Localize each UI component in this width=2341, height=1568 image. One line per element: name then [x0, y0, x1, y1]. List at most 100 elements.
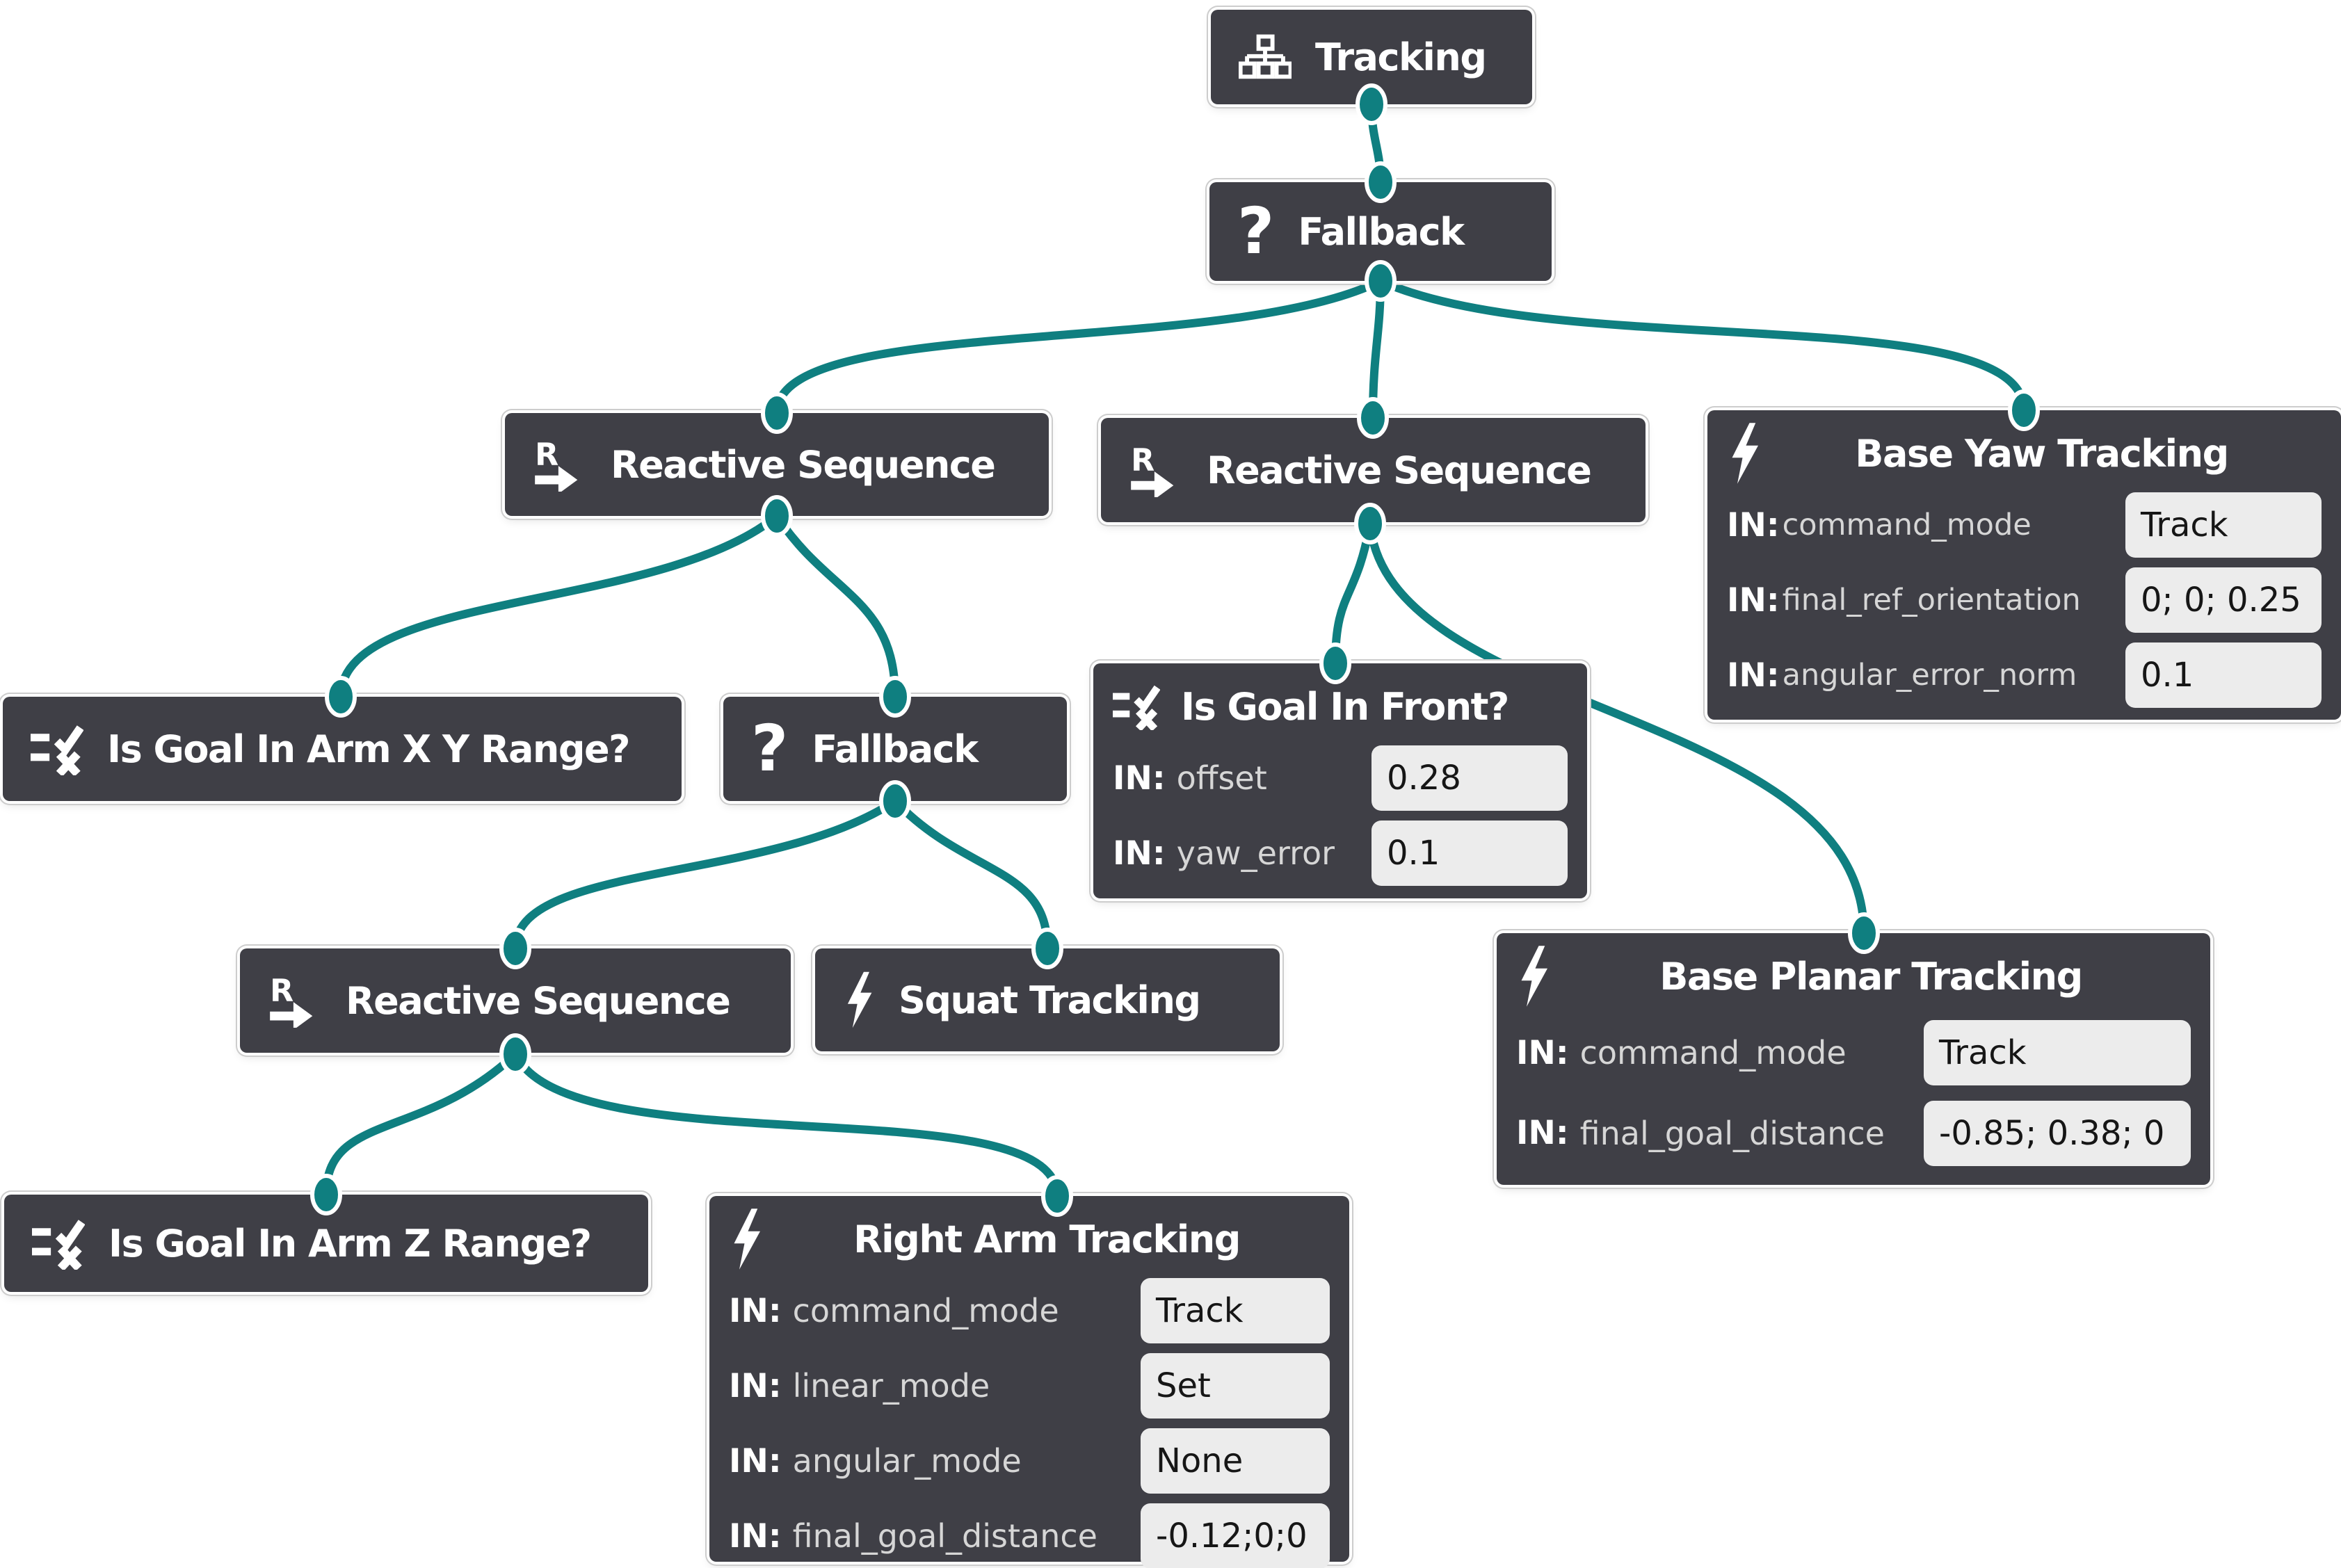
node-reactive-sequence-mid[interactable]: R Reactive Sequence — [1101, 418, 1646, 522]
port-direction: IN: — [1113, 759, 1166, 798]
port-row: IN: final_ref_orientation 0; 0; 0.25 — [1727, 567, 2322, 633]
node-title: Reactive Sequence — [611, 442, 996, 487]
port-name: command_mode — [792, 1292, 1059, 1329]
port-value-field[interactable]: None — [1141, 1428, 1330, 1494]
port-row: IN: command_mode Track — [1727, 492, 2322, 558]
port-name: angular_error_norm — [1782, 658, 2077, 693]
port-direction: IN: — [1113, 834, 1166, 873]
port-row: IN: final_goal_distance -0.12;0;0 — [729, 1503, 1330, 1568]
node-is-goal-in-arm-xy-range[interactable]: Is Goal In Arm X Y Range? — [3, 697, 682, 801]
port-direction: IN: — [729, 1517, 782, 1555]
edge-fallback-base-yaw-tracking — [1378, 277, 2028, 411]
port-name: offset — [1176, 759, 1267, 797]
condition-check-icon — [32, 1217, 85, 1270]
port-direction: IN: — [729, 1366, 782, 1405]
svg-text:R: R — [270, 973, 293, 1009]
port-direction: IN: — [729, 1441, 782, 1480]
port-name: yaw_error — [1176, 834, 1335, 872]
port-value-field[interactable]: Track — [1924, 1020, 2191, 1086]
port-value-field[interactable]: Set — [1141, 1353, 1330, 1419]
port-row: IN: linear_mode Set — [729, 1353, 1330, 1419]
question-mark-icon: ? — [1237, 194, 1275, 268]
edge-fallback2-rslow — [511, 798, 898, 949]
port-direction: IN: — [1516, 1114, 1569, 1153]
node-reactive-sequence-left[interactable]: R Reactive Sequence — [505, 413, 1049, 516]
port-value-field[interactable]: Track — [1141, 1278, 1330, 1343]
lightning-bolt-icon — [1516, 946, 1551, 1007]
port-name: angular_mode — [792, 1442, 1022, 1480]
node-header: Is Goal In Front? — [1113, 673, 1568, 740]
node-reactive-sequence-low[interactable]: R Reactive Sequence — [240, 948, 791, 1053]
port-name: final_goal_distance — [1579, 1114, 1885, 1152]
port-row: IN: yaw_error 0.1 — [1113, 821, 1568, 886]
edge-rsleft-cond-xy — [337, 512, 780, 697]
port-list: IN: command_mode Track IN: final_goal_di… — [1516, 1010, 2191, 1171]
edge-rslow-right-arm — [511, 1052, 1061, 1197]
reactive-sequence-icon: R — [1129, 443, 1183, 497]
subtree-icon — [1239, 34, 1292, 80]
edge-tracking-fallback — [1367, 104, 1385, 183]
node-title: Is Goal In Arm X Y Range? — [107, 727, 630, 771]
node-title: Fallback — [812, 727, 979, 771]
node-fallback-2[interactable]: ? Fallback — [723, 697, 1067, 801]
edge-fallback-reactive-sequence-mid — [1369, 280, 1385, 419]
node-title: Is Goal In Front? — [1181, 684, 1509, 729]
port-name: command_mode — [1782, 508, 2032, 542]
port-row: IN: command_mode Track — [1516, 1020, 2191, 1086]
node-title: Reactive Sequence — [346, 978, 731, 1023]
node-title: Tracking — [1315, 35, 1487, 79]
condition-check-icon — [31, 722, 83, 775]
port-name: final_goal_distance — [792, 1517, 1097, 1555]
svg-text:R: R — [1131, 443, 1155, 478]
node-is-goal-in-arm-z-range[interactable]: Is Goal In Arm Z Range? — [4, 1195, 648, 1292]
node-header: Base Yaw Tracking — [1727, 420, 2322, 487]
node-fallback[interactable]: ? Fallback — [1209, 182, 1552, 281]
port-name: linear_mode — [792, 1367, 990, 1405]
edge-fallback-reactive-sequence-left — [773, 277, 1383, 414]
lightning-bolt-icon — [843, 971, 875, 1028]
port-value-field[interactable]: 0.1 — [1371, 821, 1568, 886]
node-title: Reactive Sequence — [1207, 448, 1592, 492]
node-is-goal-in-front[interactable]: Is Goal In Front? IN: offset 0.28 IN: ya… — [1093, 663, 1587, 898]
port-value-field[interactable]: -0.85; 0.38; 0 — [1924, 1100, 2191, 1166]
condition-check-icon — [1113, 683, 1160, 730]
port-value-field[interactable]: -0.12;0;0 — [1141, 1503, 1330, 1568]
node-base-yaw-tracking[interactable]: Base Yaw Tracking IN: command_mode Track… — [1707, 410, 2341, 720]
node-base-planar-tracking[interactable]: Base Planar Tracking IN: command_mode Tr… — [1497, 933, 2210, 1185]
node-title: Base Planar Tracking — [1659, 954, 2083, 999]
node-right-arm-tracking[interactable]: Right Arm Tracking IN: command_mode Trac… — [709, 1196, 1349, 1568]
port-name: command_mode — [1579, 1034, 1847, 1072]
port-direction: IN: — [1727, 656, 1780, 695]
question-mark-icon: ? — [751, 711, 789, 786]
node-header: Right Arm Tracking — [729, 1206, 1330, 1272]
node-title: Is Goal In Arm Z Range? — [108, 1221, 592, 1266]
port-value-field[interactable]: 0.28 — [1371, 745, 1568, 811]
port-row: IN: angular_mode None — [729, 1428, 1330, 1494]
node-title: Base Yaw Tracking — [1855, 431, 2229, 476]
port-direction: IN: — [1727, 506, 1780, 544]
edge-fallback2-squat — [892, 798, 1052, 949]
reactive-sequence-icon: R — [533, 437, 587, 492]
node-title: Squat Tracking — [899, 978, 1201, 1022]
lightning-bolt-icon — [1727, 423, 1762, 484]
lightning-bolt-icon — [729, 1209, 764, 1270]
edge-rslow-cond-z — [322, 1051, 519, 1195]
node-header: Base Planar Tracking — [1516, 943, 2191, 1010]
edge-rsleft-fallback2 — [773, 513, 899, 697]
port-value-field[interactable]: 0; 0; 0.25 — [2125, 567, 2322, 633]
port-value-field[interactable]: 0.1 — [2125, 642, 2322, 708]
port-row: IN: final_goal_distance -0.85; 0.38; 0 — [1516, 1100, 2191, 1166]
port-row: IN: angular_error_norm 0.1 — [1727, 642, 2322, 708]
node-tracking-root[interactable]: Tracking — [1211, 10, 1532, 104]
port-value-field[interactable]: Track — [2125, 492, 2322, 558]
port-row: IN: offset 0.28 — [1113, 745, 1568, 811]
node-title: Right Arm Tracking — [853, 1217, 1241, 1261]
node-title: Fallback — [1298, 209, 1465, 254]
port-direction: IN: — [1727, 581, 1780, 620]
edge-rsmid-goal-front — [1331, 522, 1374, 664]
port-list: IN: offset 0.28 IN: yaw_error 0.1 — [1113, 740, 1568, 886]
node-squat-tracking[interactable]: Squat Tracking — [815, 948, 1280, 1051]
port-name: final_ref_orientation — [1782, 583, 2081, 617]
port-list: IN: command_mode Track IN: linear_mode S… — [729, 1272, 1330, 1568]
